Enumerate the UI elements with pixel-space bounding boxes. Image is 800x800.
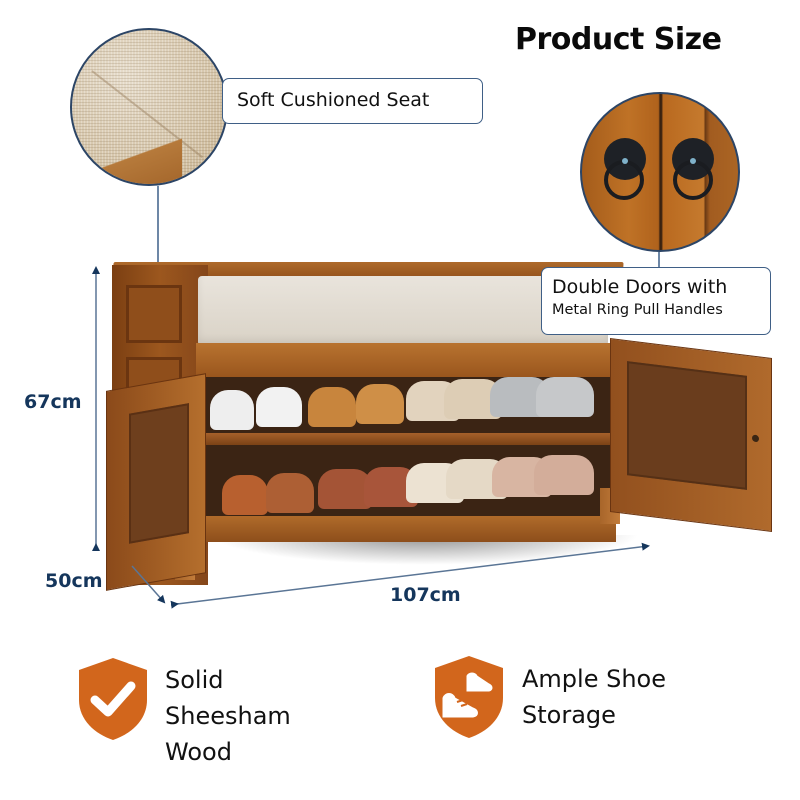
feature-line: Sheesham — [165, 702, 291, 730]
shoe — [318, 469, 372, 509]
shoe — [210, 390, 254, 430]
handle-stud-right — [690, 158, 696, 164]
dimension-width-label: 107cm — [390, 584, 461, 606]
wood-edge — [72, 130, 182, 184]
door-handles-detail-image — [580, 92, 740, 252]
dimension-height-label: 67cm — [24, 391, 82, 413]
callout-line-seat — [157, 186, 159, 272]
shoe — [266, 473, 314, 513]
handle-stud-left — [622, 158, 628, 164]
shield-shoe-icon — [435, 656, 503, 738]
shoe — [308, 387, 356, 427]
feature-line: Storage — [522, 701, 616, 729]
shield-check-icon — [79, 658, 147, 740]
feature-line: Ample Shoe — [522, 665, 666, 693]
feature-line: Wood — [165, 738, 232, 766]
side-inset-upper — [126, 285, 182, 343]
shelf-middle — [200, 433, 610, 445]
shoe — [534, 455, 594, 495]
bench-front-rail — [196, 343, 616, 377]
callout-doors-line2: Metal Ring Pull Handles — [552, 302, 723, 318]
feature-line: Solid — [165, 666, 224, 694]
width-arrow — [170, 542, 650, 609]
shoe — [356, 384, 404, 424]
bench-bottom-rail — [196, 516, 616, 542]
cushion-detail-image — [70, 28, 228, 186]
depth-arrow — [131, 565, 166, 604]
shoe — [256, 387, 302, 427]
callout-line-doors — [658, 252, 660, 268]
page-title: Product Size — [515, 22, 722, 57]
shoe — [222, 475, 268, 515]
shoe — [536, 377, 594, 417]
callout-double-doors: Double Doors with Metal Ring Pull Handle… — [541, 267, 771, 335]
dimension-depth-label: 50cm — [45, 570, 103, 592]
shoe-compartment — [200, 377, 610, 522]
feature-solid-wood: Solid Sheesham Wood — [165, 662, 291, 770]
callout-seat-label: Soft Cushioned Seat — [237, 89, 430, 111]
feature-ample-storage: Ample Shoe Storage — [522, 661, 666, 733]
callout-doors-line1: Double Doors with — [552, 276, 728, 298]
seat-cushion — [198, 276, 608, 346]
callout-soft-cushioned-seat: Soft Cushioned Seat — [222, 78, 483, 124]
